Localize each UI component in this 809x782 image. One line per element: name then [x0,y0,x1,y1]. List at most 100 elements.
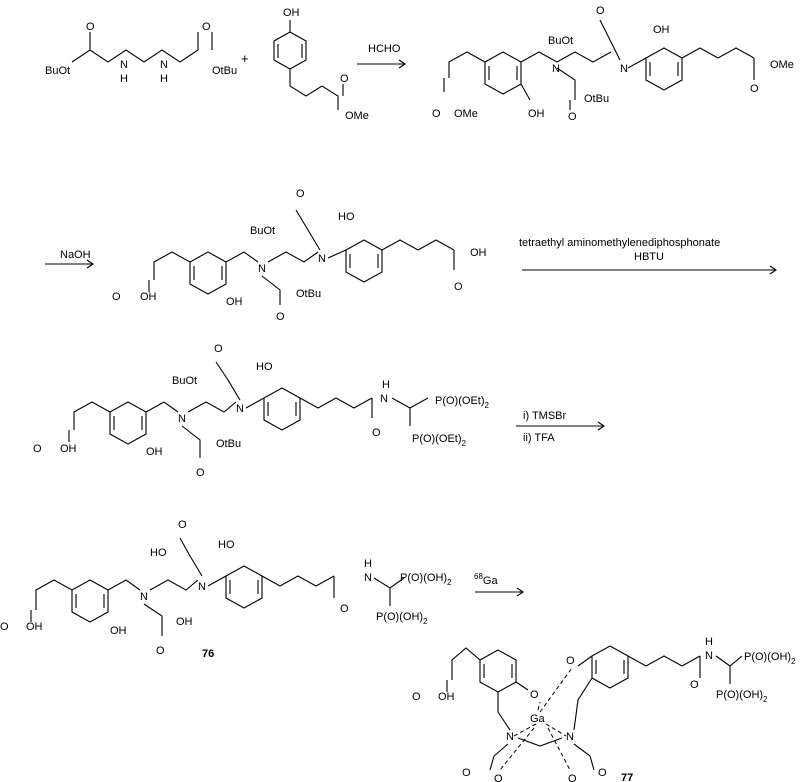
label-n: N [705,650,713,662]
compound-77-ga-complex: O OH O N Ga N O O O O O O N H P(O)(OH)2 … [412,636,796,782]
label-p-oet2: P(O)(OEt)2 [435,395,490,410]
label-n: N [506,731,514,743]
label-otbu: OtBu [296,288,321,300]
label-o: O [750,83,759,95]
label-otbu: OtBu [212,65,237,77]
label-h: H [120,73,128,85]
label-n: N [178,413,186,425]
label-oh: OH [470,247,487,259]
label-buot: BuOt [548,35,573,47]
label-n: N [552,63,560,75]
compound-number-76: 76 [202,648,214,660]
label-h: H [382,379,390,391]
label-o: O [412,691,421,703]
label-o: O [462,767,471,779]
label-n: N [318,253,326,265]
label-o: O [454,281,463,293]
compound-number-77: 77 [621,772,633,782]
label-ho: HO [218,539,235,551]
label-n: N [258,263,266,275]
label-o: O [178,519,187,531]
compound-76: O OH OH N N O OH O HO HO O N H P(O)(OH)2… [0,519,452,660]
label-h: H [160,73,168,85]
label-ho: HO [150,547,167,559]
label-oh: OH [283,7,300,19]
label-ome: OMe [770,59,794,71]
label-n: N [160,59,168,71]
phenol-propanoate: OH O OMe [273,7,369,122]
label-n: N [236,403,244,415]
label-o: O [432,108,441,120]
label-o: O [202,21,211,33]
reaction-arrow-4: i) TMSBr ii) TFA [516,410,605,444]
label-o: O [566,655,575,667]
label-n: N [120,59,128,71]
label-n: N [364,572,372,584]
reaction-arrow-2: NaOH [45,249,94,269]
diamine-diester: BuOt N H N H O O OtBu [45,21,237,85]
label-o: O [214,343,223,355]
label-oh: OH [226,296,243,308]
label-o: O [372,427,381,439]
label-o: O [86,21,95,33]
label-ome: OMe [454,108,478,120]
label-o: O [598,767,607,779]
label-n: N [198,581,206,593]
label-o: O [33,443,42,455]
reaction-arrow-1: HCHO [357,43,406,69]
label-o: O [568,111,577,123]
label-oh: OH [60,443,77,455]
label-buot: BuOt [45,65,70,77]
label-n: N [380,393,388,405]
condition-tfa: ii) TFA [523,432,555,444]
label-buot: BuOt [172,375,197,387]
label-otbu: OtBu [216,438,241,450]
label-o: O [112,291,121,303]
bisphenol-diacid-product: O OH OH N N O OtBu O BuOt HO O OH [112,188,487,323]
reaction-arrow-5: 68Ga [474,572,524,597]
condition-tmsbr: i) TMSBr [523,410,567,422]
label-ho: HO [256,361,273,373]
label-p-oh2: P(O)(OH)2 [376,611,428,626]
label-oh: OH [653,24,670,36]
reaction-arrow-3: tetraethyl aminomethylenediphosphonate H… [519,237,777,275]
label-o: O [156,645,165,657]
label-p-oh2: P(O)(OH)2 [716,689,768,704]
label-p-oh2: P(O)(OH)2 [400,572,452,587]
label-o: O [340,603,349,615]
label-oh: OH [140,291,157,303]
label-ome: OMe [345,110,369,122]
label-o: O [596,5,605,17]
label-o: O [296,188,305,200]
condition-reagent: tetraethyl aminomethylenediphosphonate [519,237,720,249]
label-o: O [340,73,349,85]
condition-ga68: 68Ga [474,572,498,587]
label-o: O [494,773,503,782]
label-ho: HO [338,211,355,223]
label-oh: OH [26,621,43,633]
label-ga: Ga [530,713,546,725]
label-n: N [140,591,148,603]
label-otbu: OtBu [584,93,609,105]
label-oh: OH [528,108,545,120]
label-oh: OH [146,446,163,458]
label-n: N [566,731,574,743]
condition-naoh: NaOH [60,249,91,261]
bisphenol-ester-product: O OMe OH N N O OtBu O BuOt OH O OMe [432,5,794,123]
plus-sign: + [241,51,249,66]
label-buot: BuOt [250,225,275,237]
label-oh: OH [110,625,127,637]
label-o: O [276,311,285,323]
condition-hbtu: HBTU [634,251,664,263]
label-p-oh2: P(O)(OH)2 [744,651,796,666]
label-h: H [364,558,372,570]
label-oh: OH [176,616,193,628]
label-p-oet2: P(O)(OEt)2 [412,433,467,448]
label-h: H [705,636,713,648]
label-o: O [196,467,205,479]
label-n: N [620,63,628,75]
label-o: O [0,621,9,633]
label-o: O [530,689,539,701]
condition-hcho: HCHO [368,43,401,55]
